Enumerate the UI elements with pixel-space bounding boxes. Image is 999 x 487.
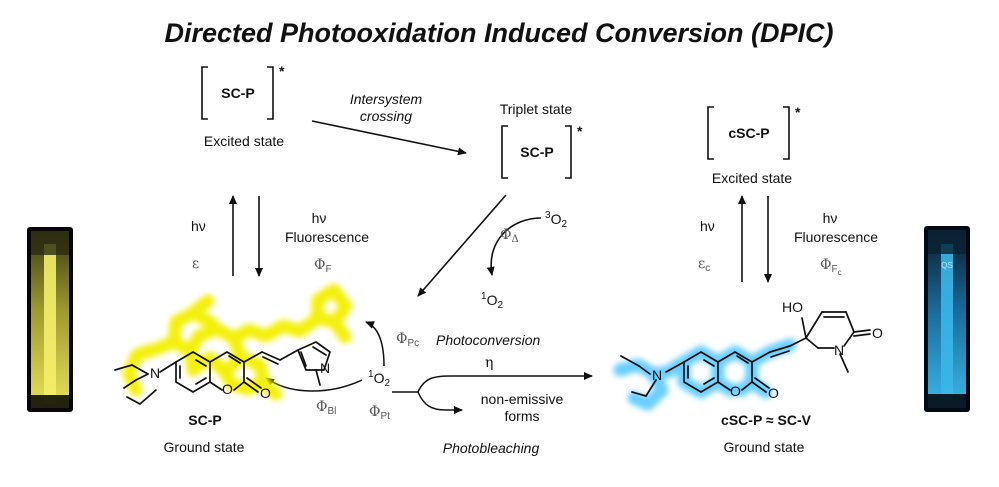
non-emissive-line2: forms xyxy=(505,408,540,424)
atom-n-amine-right: N xyxy=(652,367,662,383)
photoconversion-label: Photoconversion xyxy=(436,332,541,348)
excited-left-star: * xyxy=(279,63,285,79)
cuvette-blue: QS xyxy=(924,226,970,412)
ground-right-state: Ground state xyxy=(724,439,805,455)
excited-state-right: cSC-P * Excited state xyxy=(707,104,801,186)
cuvette-yellow xyxy=(27,227,73,412)
photoconversion-attack-arrow xyxy=(365,321,385,367)
non-emissive-line1: non-emissive xyxy=(481,391,564,407)
isc-arrow xyxy=(311,120,467,156)
triplet-molecule: SC-P xyxy=(520,144,553,160)
triplet-state: Triplet state SC-P * xyxy=(500,101,583,179)
eta: η xyxy=(485,355,493,371)
phi-fc-right: ΦFc xyxy=(820,257,842,277)
ground-left-state: Ground state xyxy=(164,439,245,455)
atom-n-pyrrole-left: N xyxy=(320,360,330,376)
excited-right-state: Excited state xyxy=(712,170,792,186)
yellow-glow xyxy=(122,283,353,401)
epsilon-c-right: εc xyxy=(698,256,710,274)
triplet-heading: Triplet state xyxy=(500,101,573,117)
atom-ho-right: HO xyxy=(782,299,803,315)
excited-state-left: SC-P * Excited state xyxy=(201,63,285,149)
excited-left-molecule: SC-P xyxy=(221,85,254,101)
molecule-sc-p: N O O N SC-P Ground state xyxy=(114,283,353,455)
conversion-arrow xyxy=(417,372,593,393)
page-title: Directed Photooxidation Induced Conversi… xyxy=(164,18,833,48)
triplet-bracket-left xyxy=(501,125,508,179)
reaction-center: 1O2 ΦPc Photoconversion ΦBl η ΦPt non-em… xyxy=(265,321,593,456)
atom-o-lactam-right: O xyxy=(872,325,883,341)
ground-left-label: SC-P xyxy=(188,412,221,428)
excited-right-star: * xyxy=(795,104,801,120)
bracket-right xyxy=(783,106,790,160)
triplet-star: * xyxy=(577,123,583,139)
photobleaching-attack-arrow xyxy=(265,377,363,392)
phi-pt: ΦPt xyxy=(369,404,390,422)
isc-label-line2: crossing xyxy=(360,108,412,124)
atom-n-lactam-right: N xyxy=(834,342,844,358)
triplet-bracket-right xyxy=(565,125,572,179)
left-transitions: hν hν Fluorescence ε ΦF xyxy=(191,195,369,277)
epsilon-left: ε xyxy=(192,256,199,272)
o2-singlet-product: 1O2 xyxy=(481,291,503,311)
isc-label-line1: Intersystem xyxy=(350,91,423,107)
excited-left-state: Excited state xyxy=(204,133,284,149)
o2-triplet: 3O2 xyxy=(545,210,567,230)
phi-delta: ΦΔ xyxy=(500,227,519,245)
singlet-oxygen: 1O2 xyxy=(368,369,390,389)
bracket-left xyxy=(707,106,714,160)
sensitization: ΦΔ 3O2 1O2 xyxy=(417,194,567,311)
sc-p-skeleton xyxy=(114,341,331,405)
oxygen-activation-arrow xyxy=(486,217,542,276)
excited-right-molecule: cSC-P xyxy=(728,125,769,141)
atom-o-ring-left: O xyxy=(222,381,233,397)
fluor-hv-left: hν xyxy=(312,210,327,226)
atom-o-ring-right: O xyxy=(730,383,741,399)
fluorescence-right: Fluorescence xyxy=(794,229,878,245)
csc-p-skeleton xyxy=(620,311,871,397)
phi-f-left: ΦF xyxy=(314,257,332,275)
right-transitions: hν hν Fluorescence εc ΦFc xyxy=(698,195,878,283)
phi-bl: ΦBl xyxy=(316,399,336,417)
fluorescence-left: Fluorescence xyxy=(285,229,369,245)
hv-right: hν xyxy=(700,218,715,234)
bracket-left xyxy=(201,66,208,120)
fluor-hv-right: hν xyxy=(823,210,838,226)
atom-n-amine-left: N xyxy=(150,365,160,381)
ground-right-label: cSC-P ≈ SC-V xyxy=(721,412,812,428)
triplet-decay-arrow xyxy=(417,194,507,297)
bleaching-branch-arrow xyxy=(417,391,463,414)
bracket-right xyxy=(267,66,274,120)
phi-pc: ΦPc xyxy=(396,331,419,349)
atom-o-carbonyl-right: O xyxy=(768,385,779,401)
hv-left: hν xyxy=(191,218,206,234)
atom-o-carbonyl-left: O xyxy=(260,385,271,401)
svg-text:QS: QS xyxy=(941,261,953,270)
molecule-csc-p: N O O N HO O cSC-P ≈ SC-V Ground state xyxy=(613,299,883,455)
photobleaching-label: Photobleaching xyxy=(443,440,540,456)
